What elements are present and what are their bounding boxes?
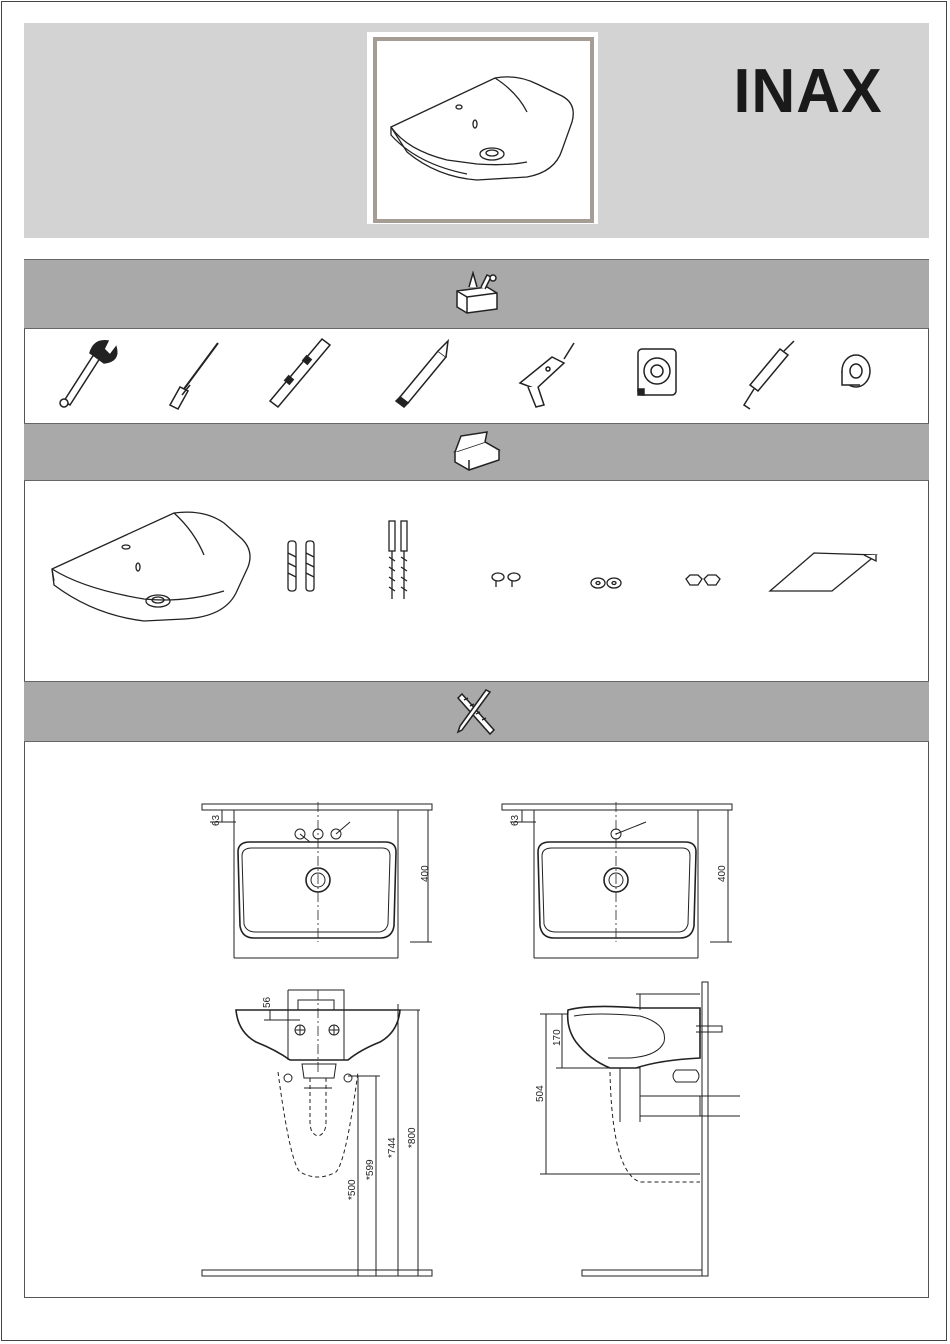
adjustable-wrench-icon: [60, 341, 117, 407]
brand-logo: INAX: [733, 61, 882, 123]
dim-500: *500: [347, 1179, 358, 1200]
dim-744: *744: [387, 1137, 398, 1158]
parts-box-icon: [447, 430, 507, 474]
side-elevation: 170 504: [535, 982, 740, 1276]
parts-section-header: [24, 423, 929, 481]
ruler-pencil-icon: [452, 686, 502, 738]
washers-icon: [591, 578, 621, 588]
nuts-icon: [686, 575, 720, 585]
hanger-bolts-icon: [389, 521, 407, 599]
dim-400-left: 400: [420, 865, 431, 882]
toolbox-icon: [447, 269, 507, 319]
drawings-svg: .l { fill:none; stroke:#222; stroke-widt…: [0, 742, 950, 1298]
washbasin-icon: [52, 512, 250, 621]
washbasin-icon: [367, 32, 598, 224]
tools-row: [24, 329, 929, 423]
dim-400-right: 400: [717, 865, 728, 882]
caps-icon: [492, 573, 520, 587]
parts-row: [24, 481, 929, 681]
header: INAX: [24, 23, 929, 238]
dim-599: *599: [365, 1159, 376, 1180]
product-image: [367, 32, 598, 224]
dim-504: 504: [535, 1085, 546, 1102]
tape-measure-icon: [638, 349, 676, 395]
screwdriver-icon: [170, 343, 218, 409]
pencil-icon: [396, 341, 448, 407]
dim-800: *800: [407, 1127, 418, 1148]
silicone-gun-icon: [744, 341, 794, 409]
dimension-drawings: .l { fill:none; stroke:#222; stroke-widt…: [0, 742, 950, 1298]
tools-section-header: [24, 259, 929, 329]
spirit-level-icon: [270, 339, 330, 407]
sealing-tape-icon: [842, 355, 870, 387]
plan-view-right: 63 400: [502, 802, 732, 958]
dim-170: 170: [552, 1029, 563, 1046]
template-sheet-icon: [770, 553, 876, 591]
dim-63-right: 63: [510, 814, 521, 826]
dim-56: 56: [262, 996, 273, 1008]
drill-icon: [520, 343, 574, 407]
plan-view-left: 63 400: [202, 802, 432, 958]
dim-63-left: 63: [211, 814, 222, 826]
dimensions-section-header: [24, 681, 929, 742]
wall-plugs-icon: [288, 541, 314, 591]
front-elevation: 56 *500 *599 *744 *800: [202, 990, 432, 1276]
